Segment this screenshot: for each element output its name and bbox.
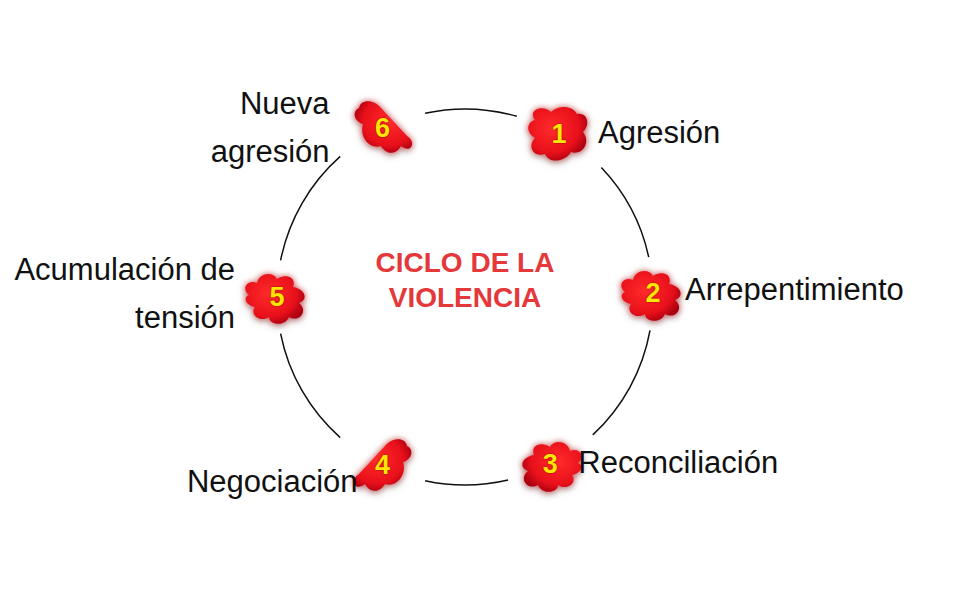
splat-node: 3Reconciliación xyxy=(512,433,588,497)
cycle-connector xyxy=(425,480,508,485)
stage-label: Arrepentimiento xyxy=(685,272,904,308)
splat-node: 5Acumulación de tensión xyxy=(239,265,315,329)
stage-label: Nueva agresión xyxy=(155,80,330,176)
cycle-connector xyxy=(425,109,517,116)
cycle-connector xyxy=(281,156,341,260)
cycle-arc xyxy=(281,334,341,438)
stage-label: Negociación xyxy=(187,464,358,500)
callout-number: 6 xyxy=(345,96,421,160)
stage-label: Acumulación de tensión xyxy=(10,246,235,342)
cycle-connector xyxy=(593,330,650,435)
cycle-arc xyxy=(601,168,648,258)
diagram-title: CICLO DE LA VIOLENCIA xyxy=(345,245,585,315)
callout-number: 5 xyxy=(239,265,315,329)
cycle-arc xyxy=(593,330,650,435)
stage-label: Reconciliación xyxy=(578,445,778,481)
cycle-arc xyxy=(281,156,341,260)
splat-node: 4Negociación xyxy=(345,434,421,498)
callout-number: 1 xyxy=(521,102,597,166)
cycle-arc xyxy=(425,480,508,485)
cycle-connector xyxy=(281,334,341,438)
cycle-connector xyxy=(601,168,648,258)
splat-node: 6Nueva agresión xyxy=(345,96,421,160)
stage-label: Agresión xyxy=(598,115,720,151)
splat-node: 1Agresión xyxy=(521,102,597,166)
callout-number: 2 xyxy=(615,262,691,326)
splat-node: 2Arrepentimiento xyxy=(615,262,691,326)
callout-number: 3 xyxy=(512,433,588,497)
cycle-arc xyxy=(425,109,517,116)
